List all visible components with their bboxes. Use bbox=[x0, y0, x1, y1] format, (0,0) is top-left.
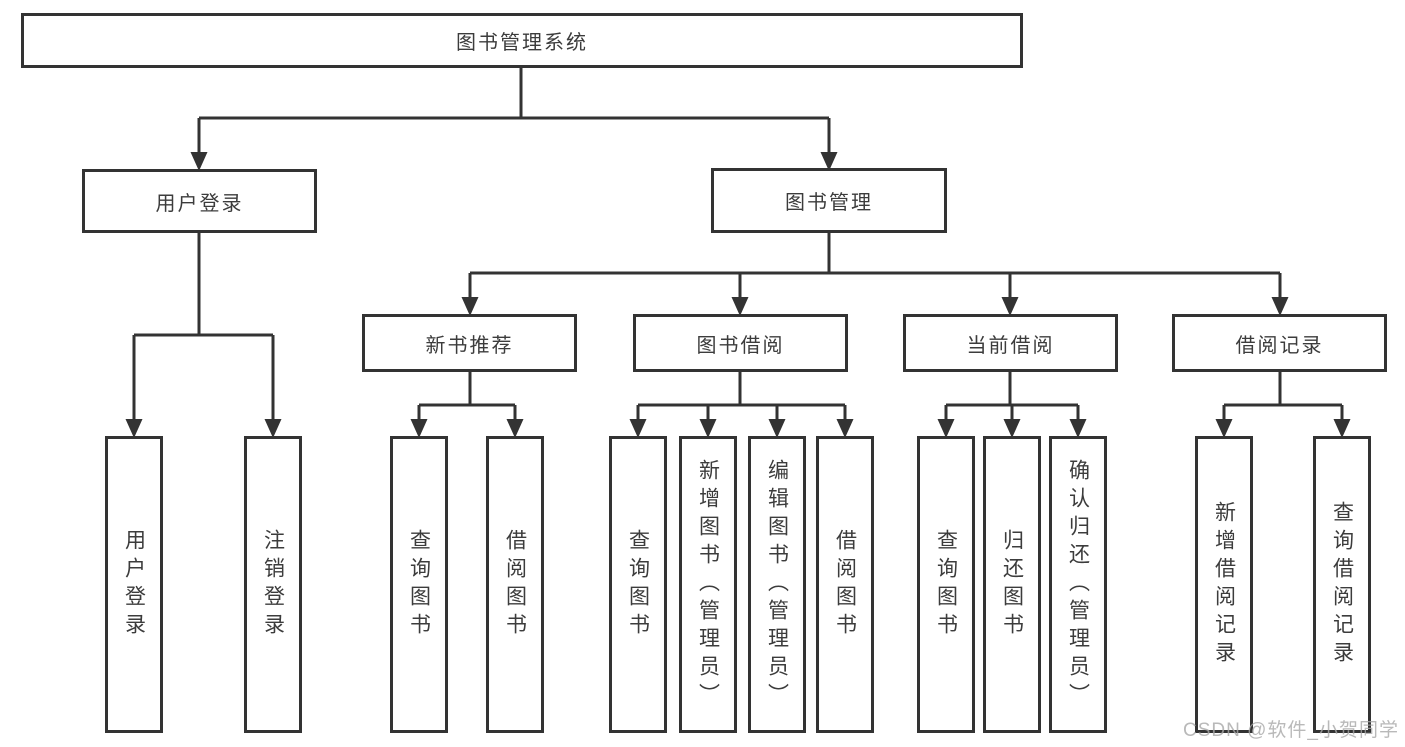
node-label: 借阅图书 bbox=[833, 528, 857, 641]
node-label: 确认归还（管理员） bbox=[1066, 458, 1090, 711]
node-leaf-logout: 注销登录 bbox=[244, 436, 302, 733]
node-label: 用户登录 bbox=[155, 192, 244, 215]
node-leaf-query-books-3: 查询图书 bbox=[917, 436, 975, 733]
watermark: CSDN @软件_小贺同学 bbox=[1183, 720, 1399, 741]
node-label: 查询图书 bbox=[626, 528, 650, 641]
node-current-borrowing: 当前借阅 bbox=[903, 314, 1118, 372]
node-new-book-recommendation: 新书推荐 bbox=[362, 314, 577, 372]
node-leaf-query-borrow-record: 查询借阅记录 bbox=[1313, 436, 1371, 733]
node-leaf-query-books-1: 查询图书 bbox=[390, 436, 448, 733]
node-label: 借阅图书 bbox=[503, 528, 527, 641]
node-label: 当前借阅 bbox=[966, 334, 1055, 357]
node-leaf-return-book: 归还图书 bbox=[983, 436, 1041, 733]
node-label: 编辑图书（管理员） bbox=[765, 458, 789, 711]
node-label: 图书管理 bbox=[785, 192, 873, 214]
node-label: 归还图书 bbox=[1000, 528, 1024, 641]
node-leaf-add-book-admin: 新增图书（管理员） bbox=[679, 436, 737, 733]
node-label: 图书管理系统 bbox=[456, 32, 588, 54]
node-leaf-user-login: 用户登录 bbox=[105, 436, 163, 733]
node-leaf-query-books-2: 查询图书 bbox=[609, 436, 667, 733]
node-label: 查询图书 bbox=[407, 528, 431, 641]
node-leaf-confirm-return-admin: 确认归还（管理员） bbox=[1049, 436, 1107, 733]
node-user-login: 用户登录 bbox=[82, 169, 317, 233]
node-book-borrowing: 图书借阅 bbox=[633, 314, 848, 372]
node-leaf-borrow-books-1: 借阅图书 bbox=[486, 436, 544, 733]
node-label: 新增图书（管理员） bbox=[696, 458, 720, 711]
node-label: 用户登录 bbox=[122, 528, 146, 641]
node-label: 注销登录 bbox=[261, 528, 285, 641]
node-label: 借阅记录 bbox=[1235, 334, 1324, 357]
node-label: 查询图书 bbox=[934, 528, 958, 641]
node-library-management-system: 图书管理系统 bbox=[21, 13, 1023, 68]
node-leaf-edit-book-admin: 编辑图书（管理员） bbox=[748, 436, 806, 733]
node-label: 新书推荐 bbox=[425, 334, 514, 357]
node-label: 查询借阅记录 bbox=[1330, 500, 1354, 669]
node-label: 图书借阅 bbox=[696, 334, 785, 357]
node-leaf-add-borrow-record: 新增借阅记录 bbox=[1195, 436, 1253, 733]
node-book-management: 图书管理 bbox=[711, 168, 947, 233]
node-label: 新增借阅记录 bbox=[1212, 500, 1236, 669]
node-leaf-borrow-books-2: 借阅图书 bbox=[816, 436, 874, 733]
node-borrowing-records: 借阅记录 bbox=[1172, 314, 1387, 372]
